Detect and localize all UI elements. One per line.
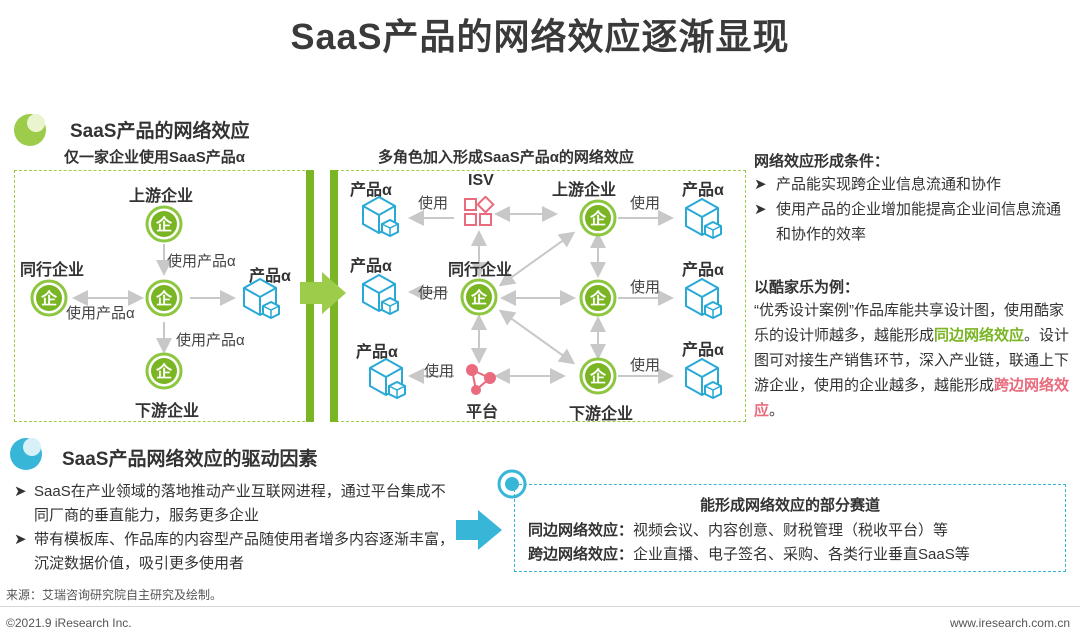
right-product-label-1: 产品α — [350, 182, 392, 199]
right-peer-enterprise-icon — [460, 278, 498, 316]
example-paragraph: “优秀设计案例”作品库能共享设计图，使用酷家乐的设计师越多，越能形成同边网络效应… — [754, 298, 1072, 423]
right-peer-label: 同行企业 — [448, 262, 513, 279]
section2-title: SaaS产品网络效应的驱动因素 — [62, 449, 318, 470]
right-product-cube-icon-2 — [362, 274, 399, 315]
tracks-same-label: 同边网络效应： — [528, 522, 634, 539]
left-peer-enterprise-icon — [30, 279, 68, 317]
section1-title: SaaS产品的网络效应 — [70, 121, 250, 142]
right-use-label-6: 使用 — [630, 357, 661, 374]
left-peer-label: 同行企业 — [20, 262, 85, 279]
tracks-box — [514, 484, 1066, 572]
left-upstream-enterprise-icon — [145, 205, 183, 243]
driver-item: ➤ 带有模板库、作品库的内容型产品随使用者增多内容逐渐丰富，沉淀数据价值，吸引更… — [14, 528, 454, 576]
tracks-same-text: 视频会议、内容创意、财税管理（税收平台）等 — [633, 522, 949, 539]
right-product-label-2: 产品α — [350, 258, 392, 275]
footer-divider — [0, 606, 1080, 607]
right-diagram-subtitle: 多角色加入形成SaaS产品α的网络效应 — [378, 149, 634, 166]
bullet-arrow-icon: ➤ — [14, 483, 27, 500]
right-downstream-label: 下游企业 — [569, 406, 634, 423]
bullet-arrow-icon: ➤ — [754, 201, 767, 218]
left-edge-label-up: 使用产品α — [167, 253, 236, 270]
right-product-label-3: 产品α — [356, 344, 398, 361]
example-title: 以酷家乐为例： — [754, 279, 860, 296]
right-product-cube-icon-3 — [369, 358, 406, 399]
right-upstream-enterprise-icon — [579, 199, 617, 237]
condition-text-1: 产品能实现跨企业信息流通和协作 — [776, 176, 1002, 193]
right-product-label-6: 产品α — [682, 342, 724, 359]
left-diagram-connectors — [72, 244, 236, 354]
conditions-title: 网络效应形成条件： — [754, 153, 890, 170]
same-side-effect-highlight: 同边网络效应 — [934, 327, 1025, 344]
driver-text-1: SaaS在产业领域的落地推动产业互联网进程，通过平台集成不同厂商的垂直能力，服务… — [34, 483, 446, 524]
right-use-label-5: 使用 — [630, 279, 661, 296]
left-downstream-label: 下游企业 — [135, 403, 200, 420]
source-note: 来源：艾瑞咨询研究院自主研究及绘制。 — [6, 588, 223, 602]
right-use-label-3: 使用 — [424, 363, 455, 380]
right-product-label-4: 产品α — [682, 182, 724, 199]
right-product-cube-icon-6 — [685, 358, 722, 399]
cross-side-effect-highlight: 跨边网络效应 — [754, 377, 1070, 419]
tracks-cross-label: 跨边网络效应： — [528, 546, 634, 563]
tracks-cross-text: 企业直播、电子签名、采购、各类行业垂直SaaS等 — [633, 546, 970, 563]
right-isv-label: ISV — [468, 172, 494, 189]
right-upstream-label: 上游企业 — [552, 182, 617, 199]
conditions-list: ➤ 产品能实现跨企业信息流通和协作 ➤ 使用产品的企业增加能提高企业间信息流通和… — [754, 172, 1070, 247]
section-bullet-icon — [14, 114, 46, 146]
right-use-label-2: 使用 — [418, 285, 449, 302]
driver-text-2: 带有模板库、作品库的内容型产品随使用者增多内容逐渐丰富，沉淀数据价值，吸引更多使… — [34, 531, 455, 572]
right-product-cube-icon-1 — [362, 196, 399, 237]
right-product-cube-icon-4 — [685, 198, 722, 239]
left-center-enterprise-icon — [145, 279, 183, 317]
section2-bullet-icon — [10, 438, 42, 470]
right-platform-label: 平台 — [466, 404, 499, 421]
tracks-title: 能形成网络效应的部分赛道 — [699, 497, 880, 514]
right-use-label-4: 使用 — [630, 195, 661, 212]
transition-arrow-icon — [300, 272, 346, 314]
isv-icon — [464, 196, 495, 226]
right-downstream-enterprise-icon — [579, 357, 617, 395]
tracks-cross-row: 跨边网络效应：企业直播、电子签名、采购、各类行业垂直SaaS等 — [528, 542, 970, 568]
tracks-same-row: 同边网络效应：视频会议、内容创意、财税管理（税收平台）等 — [528, 518, 948, 544]
left-edge-label-peer: 使用产品α — [66, 305, 135, 322]
drivers-list: ➤ SaaS在产业领域的落地推动产业互联网进程，通过平台集成不同厂商的垂直能力，… — [14, 480, 454, 576]
bullet-arrow-icon: ➤ — [754, 176, 767, 193]
cyan-arrow-icon — [456, 510, 502, 550]
condition-text-2: 使用产品的企业增加能提高企业间信息流通和协作的效率 — [776, 201, 1062, 243]
right-product-label-5: 产品α — [682, 262, 724, 279]
left-edge-label-down: 使用产品α — [176, 332, 245, 349]
right-diagram-connectors — [408, 206, 674, 384]
page-title: SaaS产品的网络效应逐渐显现 — [290, 16, 790, 57]
left-product-label: 产品α — [249, 268, 291, 285]
right-middle-enterprise-icon — [579, 279, 617, 317]
driver-item: ➤ SaaS在产业领域的落地推动产业互联网进程，通过平台集成不同厂商的垂直能力，… — [14, 480, 454, 528]
left-diagram-subtitle: 仅一家企业使用SaaS产品α — [64, 149, 245, 166]
platform-icon — [466, 364, 496, 395]
footer-website: www.iresearch.com.cn — [949, 616, 1070, 630]
example-text-c: 。 — [769, 402, 785, 419]
example-text-b: 。设计图可对接生产销售环节，深入产业链，联通上下游企业，使用的企业越多，越能形成 — [754, 327, 1070, 394]
left-upstream-label: 上游企业 — [129, 188, 194, 205]
footer-copyright: ©2021.9 iResearch Inc. — [6, 616, 132, 630]
condition-item: ➤ 使用产品的企业增加能提高企业间信息流通和协作的效率 — [754, 197, 1070, 247]
left-product-cube-icon — [243, 278, 280, 319]
right-product-cube-icon-5 — [685, 278, 722, 319]
example-text-a: “优秀设计案例”作品库能共享设计图，使用酷家乐的设计师越多，越能形成 — [754, 302, 1064, 344]
right-use-label-1: 使用 — [418, 195, 449, 212]
bullet-arrow-icon: ➤ — [14, 531, 27, 548]
condition-item: ➤ 产品能实现跨企业信息流通和协作 — [754, 172, 1070, 197]
left-downstream-enterprise-icon — [145, 352, 183, 390]
